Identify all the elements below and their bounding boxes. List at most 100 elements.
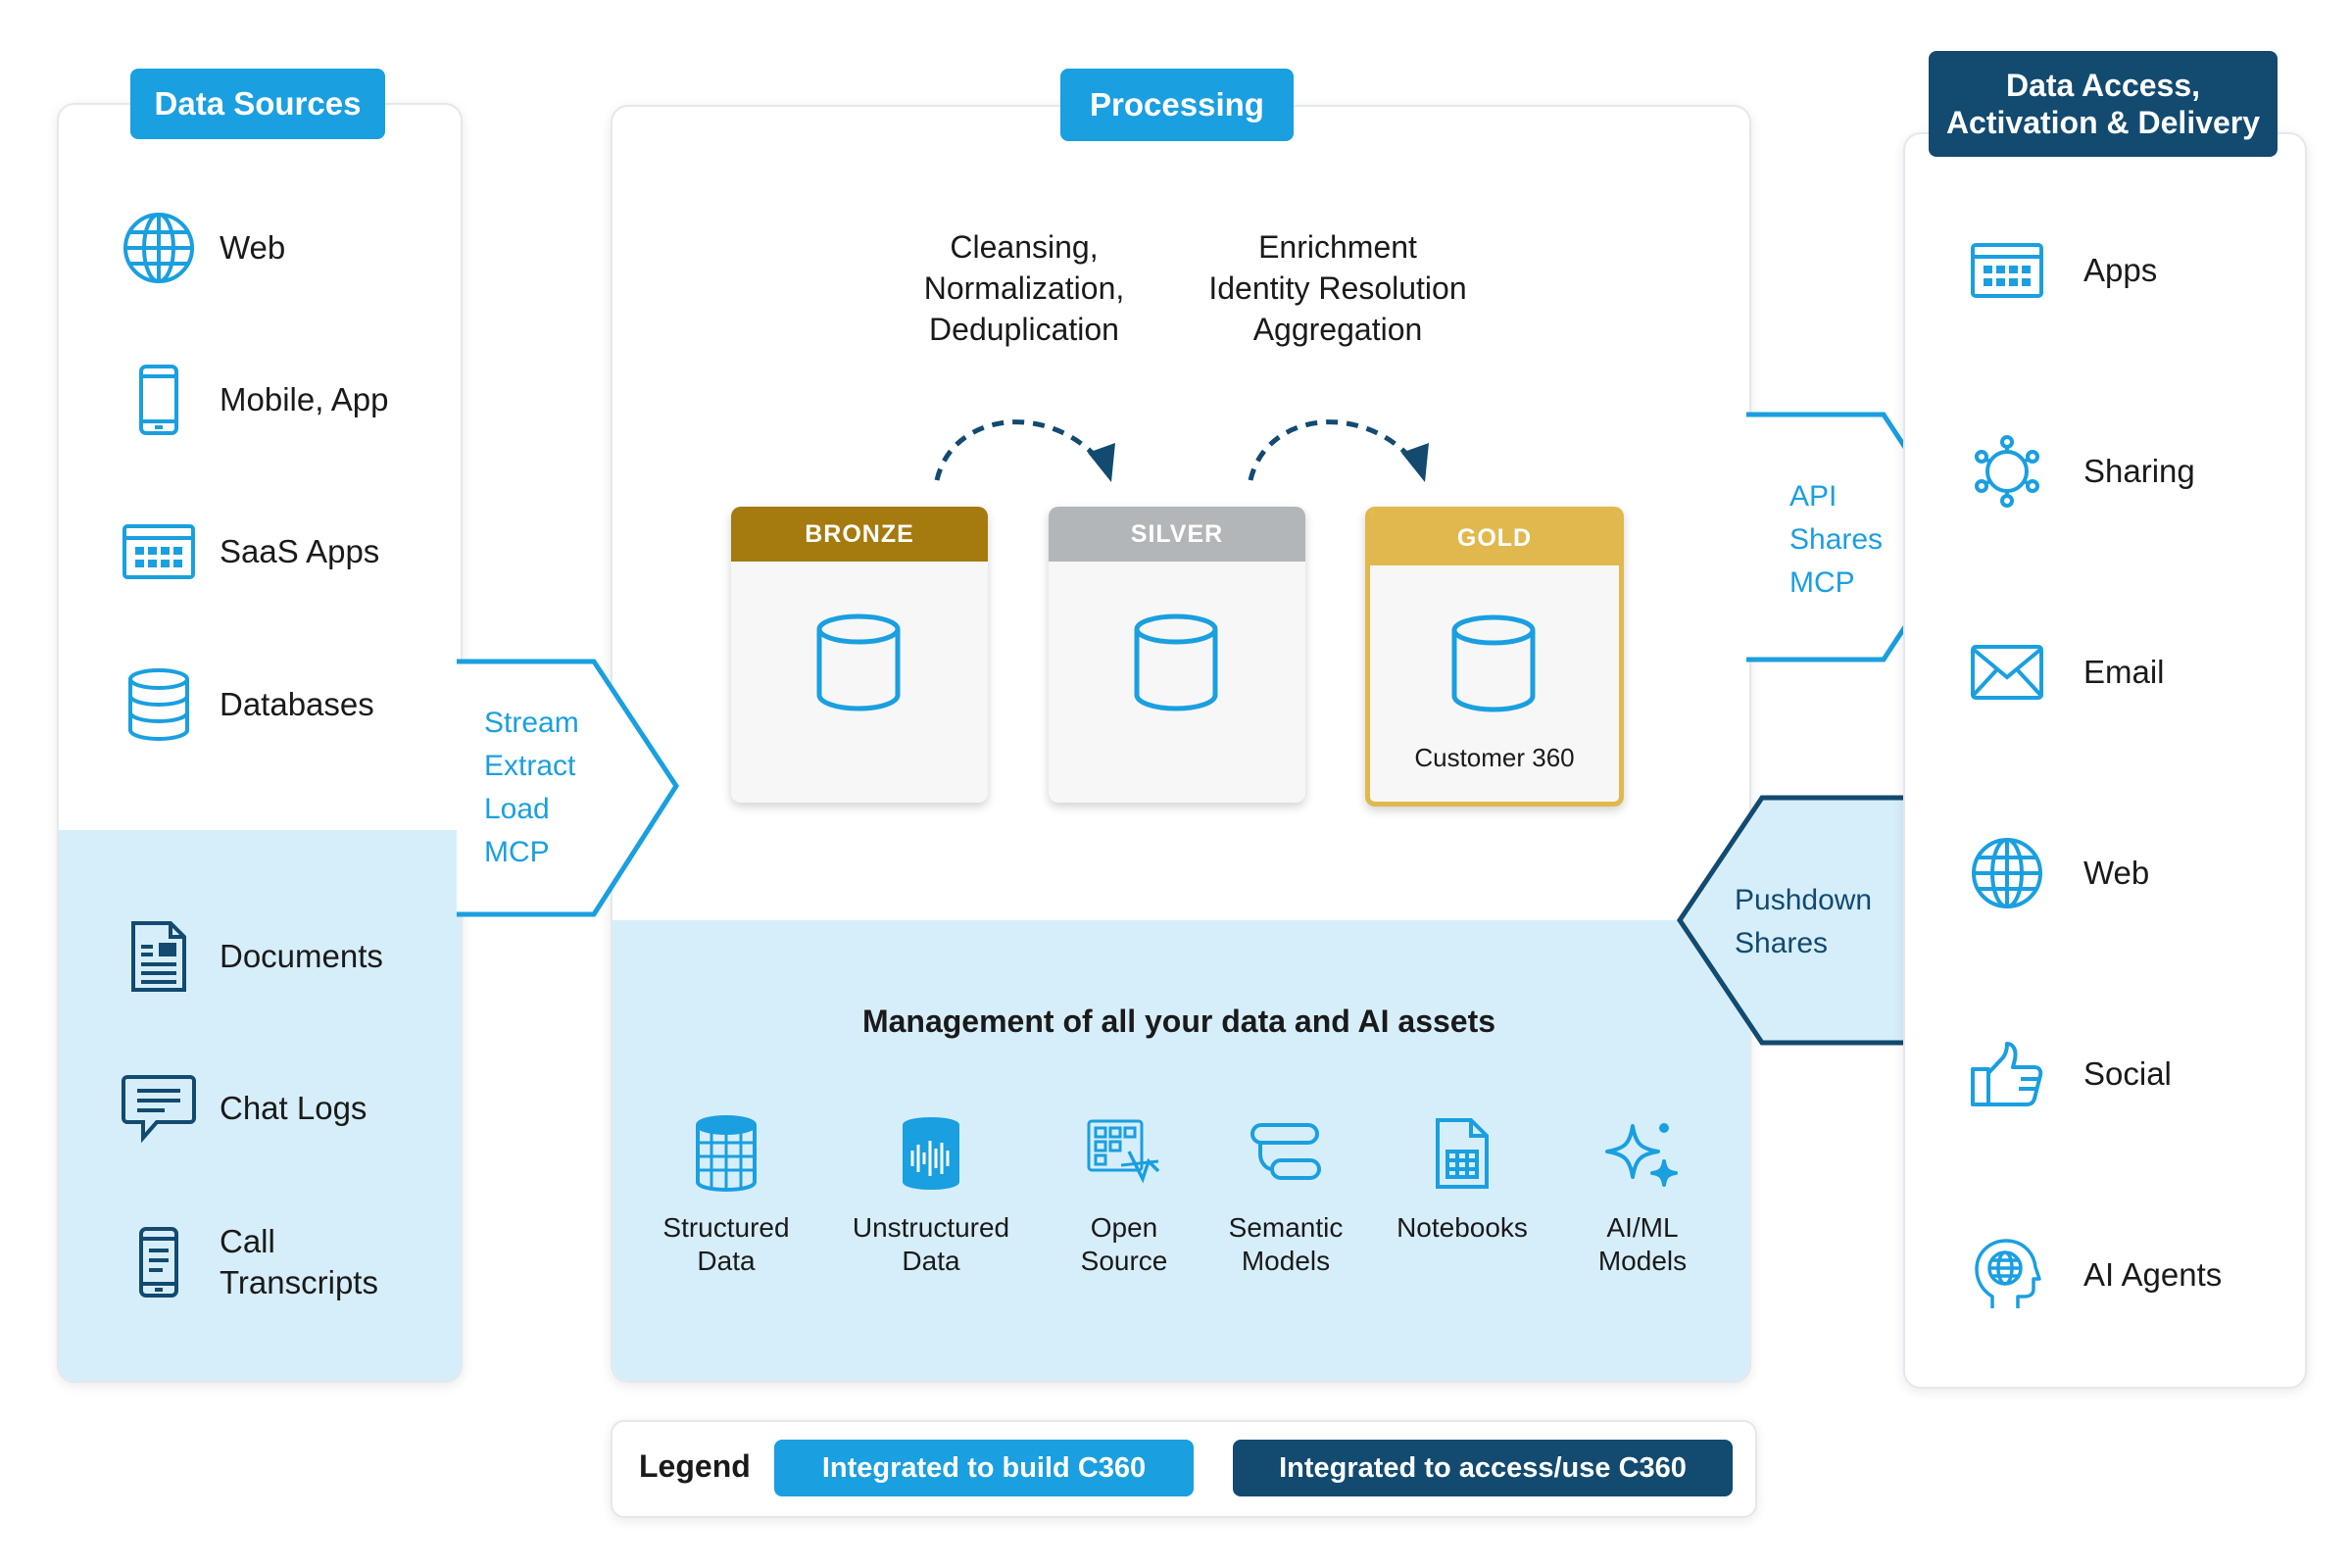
processing-title-text: Processing (1090, 86, 1264, 122)
access-title-line-2: Activation & Delivery (1945, 105, 2261, 140)
open-source-line-2: Source (1080, 1246, 1168, 1276)
processing-title: Processing (1060, 69, 1294, 141)
tier-bronze: BRONZE (731, 507, 988, 803)
access-item-sharing[interactable]: Sharing (1968, 432, 2195, 511)
globe-icon (120, 209, 198, 287)
outbound-labels: API Shares MCP (1789, 475, 1883, 605)
outbound-shares: Shares (1789, 523, 1884, 556)
data-sources-title: Data Sources (130, 69, 385, 139)
access-item-apps[interactable]: Apps (1968, 231, 2157, 310)
source-label-mobile-app: Mobile, App (220, 381, 389, 417)
pushdown-shares: Shares (1735, 927, 1829, 959)
customer-360-caption: Customer 360 (1414, 743, 1575, 772)
source-label-chat-logs: Chat Logs (220, 1090, 368, 1126)
pushdown-labels: Pushdown Shares (1735, 879, 1872, 965)
unstructured-line-1: Unstructured (852, 1212, 1010, 1243)
arrow-silver-to-gold (1248, 419, 1415, 481)
cylinder-icon (1129, 612, 1223, 719)
source-item-mobile-app[interactable]: Mobile, App (120, 361, 388, 439)
access-label-social: Social (2083, 1055, 2172, 1092)
asset-notebooks: Notebooks (1374, 1113, 1550, 1245)
dashed-arrows (934, 419, 1429, 482)
asset-ai-ml-models: AI/ML Models (1554, 1113, 1731, 1278)
step-enrichment-line-1: Enrichment (1258, 229, 1417, 265)
mobile-phone-icon (120, 361, 198, 439)
legend-access-c360: Integrated to access/use C360 (1233, 1440, 1733, 1496)
asset-semantic-models: Semantic Models (1198, 1113, 1374, 1278)
unstructured-data-icon (843, 1113, 1019, 1194)
sharing-network-icon (1968, 432, 2046, 511)
structured-line-1: Structured (662, 1212, 790, 1243)
chat-bubble-icon (120, 1069, 198, 1148)
source-label-documents: Documents (220, 938, 383, 974)
access-title-text: Data Access, Activation & Delivery (1946, 67, 2260, 141)
source-item-chat-logs[interactable]: Chat Logs (120, 1069, 367, 1148)
access-item-email[interactable]: Email (1968, 633, 2165, 711)
asset-open-source: Open Source (1036, 1113, 1212, 1278)
envelope-icon (1968, 633, 2046, 711)
tier-gold-label: GOLD (1456, 523, 1533, 552)
access-item-social[interactable]: Social (1968, 1035, 2172, 1113)
call-transcripts-line-1: Call (220, 1223, 275, 1259)
source-label-call-transcripts: Call Transcripts (220, 1221, 416, 1303)
source-label-web: Web (220, 229, 286, 266)
pushdown-connector (1676, 795, 1903, 1046)
asset-label-open-source: Open Source (1036, 1211, 1212, 1278)
phone-transcript-icon (120, 1223, 198, 1301)
ingest-labels: Stream Extract Load MCP (484, 702, 579, 874)
management-title: Management of all your data and AI asset… (861, 1004, 1496, 1039)
step-enrichment-line-2: Identity Resolution (1208, 270, 1467, 306)
access-panel (1903, 132, 2307, 1389)
step-cleansing-line-1: Cleansing, (950, 229, 1099, 265)
access-title: Data Access, Activation & Delivery (1929, 51, 2278, 157)
globe-icon (1968, 834, 2046, 912)
access-item-web[interactable]: Web (1968, 834, 2149, 912)
source-item-documents[interactable]: Documents (120, 917, 383, 996)
asset-structured-data: Structured Data (638, 1113, 814, 1278)
asset-label-ai-ml-models: AI/ML Models (1554, 1211, 1731, 1278)
semantic-line-1: Semantic (1228, 1212, 1344, 1243)
source-item-saas-apps[interactable]: SaaS Apps (120, 513, 379, 591)
arrow-bronze-to-silver (934, 419, 1102, 481)
tier-bronze-header: BRONZE (731, 507, 988, 562)
source-item-call-transcripts[interactable]: Call Transcripts (120, 1221, 416, 1303)
ingest-load: Load (484, 793, 550, 825)
access-label-sharing: Sharing (2083, 453, 2195, 489)
ingest-connector (457, 659, 679, 917)
asset-unstructured-data: Unstructured Data (843, 1113, 1019, 1278)
asset-label-structured-data: Structured Data (638, 1211, 814, 1278)
data-sources-panel (57, 103, 463, 1383)
source-item-web[interactable]: Web (120, 209, 285, 287)
aiml-line-2: Models (1597, 1246, 1688, 1276)
legend-title: Legend (639, 1448, 751, 1484)
semantic-models-icon (1198, 1113, 1374, 1194)
access-item-ai-agents[interactable]: AI Agents (1968, 1236, 2222, 1314)
management-region (612, 920, 1749, 1381)
asset-label-unstructured-data: Unstructured Data (843, 1211, 1019, 1278)
notebook-icon (1374, 1113, 1550, 1194)
call-transcripts-line-2: Transcripts (220, 1264, 378, 1300)
cylinder-icon (1446, 613, 1541, 720)
step-cleansing-line-3: Deduplication (929, 312, 1119, 347)
arrow-head-2 (1401, 443, 1429, 482)
sparkle-icon (1554, 1113, 1731, 1194)
step-enrichment-line-3: Aggregation (1252, 312, 1423, 347)
legend-access-c360-text: Integrated to access/use C360 (1279, 1451, 1687, 1484)
tier-silver: SILVER (1049, 507, 1305, 803)
access-label-apps: Apps (2083, 252, 2158, 288)
outbound-api: API (1789, 480, 1838, 513)
tier-gold-header: GOLD (1370, 512, 1619, 565)
source-item-databases[interactable]: Databases (120, 665, 374, 744)
asset-label-semantic-models: Semantic Models (1198, 1211, 1374, 1278)
open-source-icon (1036, 1113, 1212, 1194)
arrow-head-1 (1088, 443, 1115, 482)
tier-gold: GOLD Customer 360 (1365, 507, 1624, 807)
access-title-line-1: Data Access, (2005, 68, 2201, 103)
pushdown-pushdown: Pushdown (1735, 884, 1873, 916)
source-label-databases: Databases (220, 686, 374, 722)
step-cleansing: Cleansing, Normalization, Deduplication (882, 226, 1166, 350)
aiml-line-1: AI/ML (1606, 1212, 1679, 1243)
structured-line-2: Data (697, 1246, 756, 1276)
tier-bronze-label: BRONZE (805, 519, 914, 548)
tier-silver-header: SILVER (1049, 507, 1305, 562)
